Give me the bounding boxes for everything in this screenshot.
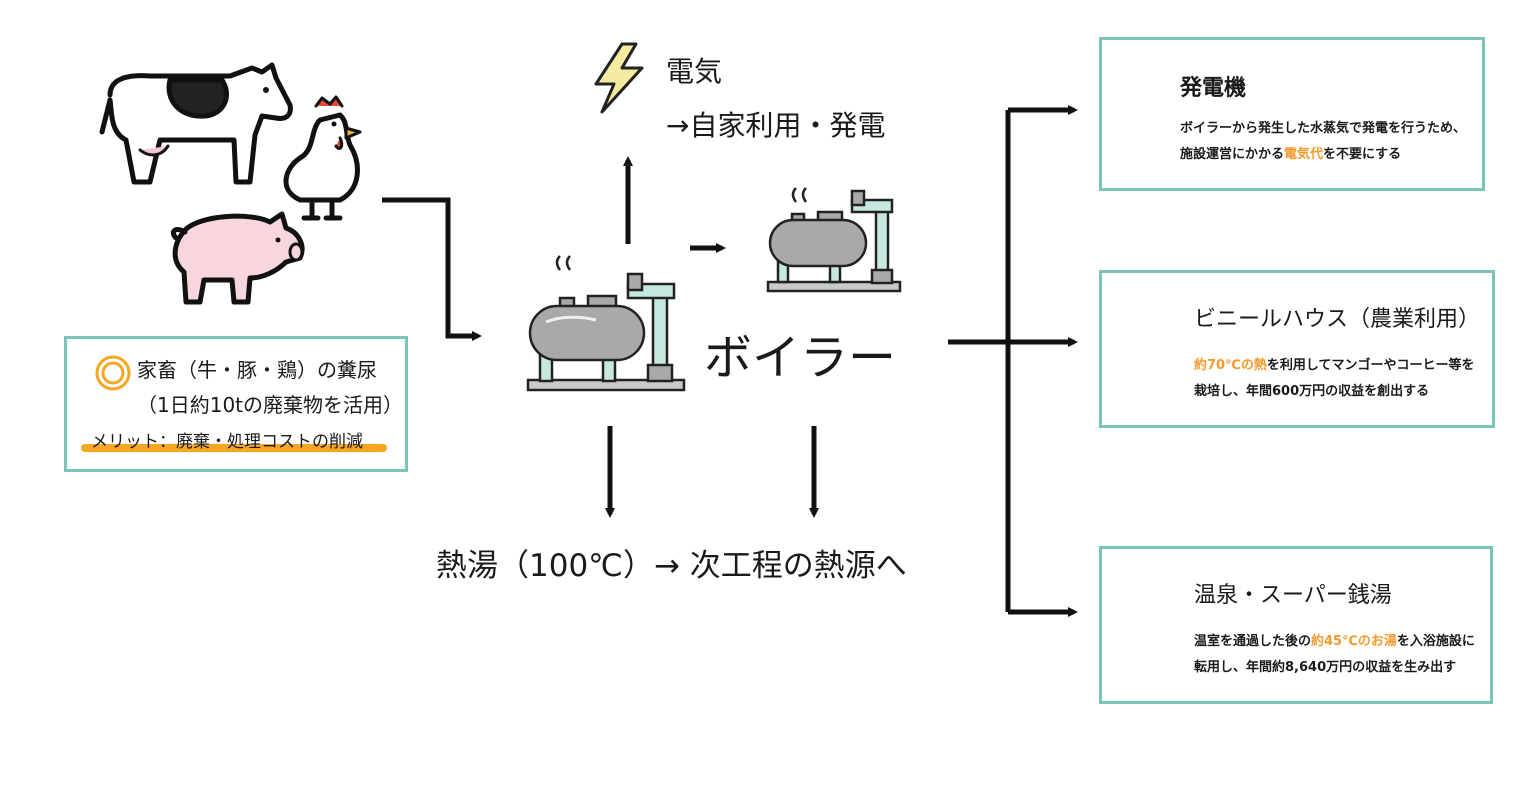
source-box: 家畜（牛・豚・鶏）の糞尿 （1日約10tの廃棄物を活用） メリット：廃棄・処理コ… — [64, 336, 408, 472]
card-desc-line2: 施設運営にかかる電気代を不要にする — [1180, 147, 1402, 162]
electricity-subtitle: →自家利用・発電 — [666, 109, 886, 142]
card-generator: 発電機 ボイラーから発生した水蒸気で発電を行うため、 施設運営にかかる電気代を不… — [1099, 37, 1485, 191]
electricity-title: 電気 — [666, 55, 723, 88]
card-title: 温泉・スーパー銭湯 — [1194, 583, 1392, 608]
card-onsen: 温泉・スーパー銭湯 温室を通過した後の約45℃のお湯を入浴施設に 転用し、年間約… — [1099, 546, 1493, 704]
card-desc-line1: 温室を通過した後の約45℃のお湯を入浴施設に — [1194, 634, 1475, 649]
pig-icon — [170, 211, 305, 305]
card-desc-line1: ボイラーから発生した水蒸気で発電を行うため、 — [1180, 121, 1467, 136]
card-title: ビニールハウス（農業利用） — [1194, 307, 1481, 332]
card-desc-line2: 栽培し、年間600万円の収益を創出する — [1194, 384, 1430, 399]
merit-text: メリット：廃棄・処理コストの削減 — [91, 432, 363, 452]
source-title: 家畜（牛・豚・鶏）の糞尿 — [137, 358, 377, 382]
highlight-text: 電気代 — [1284, 147, 1324, 162]
source-subtitle: （1日約10tの廃棄物を活用） — [137, 393, 404, 417]
boiler-label: ボイラー — [704, 330, 897, 386]
chicken-icon — [283, 95, 362, 221]
card-title: 発電機 — [1180, 76, 1247, 101]
card-greenhouse: ビニールハウス（農業利用） 約70℃の熱を利用してマンゴーやコーヒー等を 栽培し… — [1099, 270, 1495, 428]
hot-water-label: 熱湯（100℃）→ 次工程の熱源へ — [436, 548, 907, 584]
boiler-icon — [766, 187, 902, 293]
card-desc-line2: 転用し、年間約8,640万円の収益を生み出す — [1194, 660, 1457, 675]
highlight-text: 約45℃のお湯 — [1311, 634, 1397, 649]
lightning-icon — [594, 42, 644, 114]
double-circle-icon — [95, 355, 131, 391]
merit-underline — [81, 444, 387, 452]
boiler-icon — [526, 255, 686, 392]
card-desc-line1: 約70℃の熱を利用してマンゴーやコーヒー等を — [1194, 358, 1475, 373]
cow-icon — [99, 62, 293, 185]
highlight-text: 約70℃の熱 — [1194, 358, 1267, 373]
